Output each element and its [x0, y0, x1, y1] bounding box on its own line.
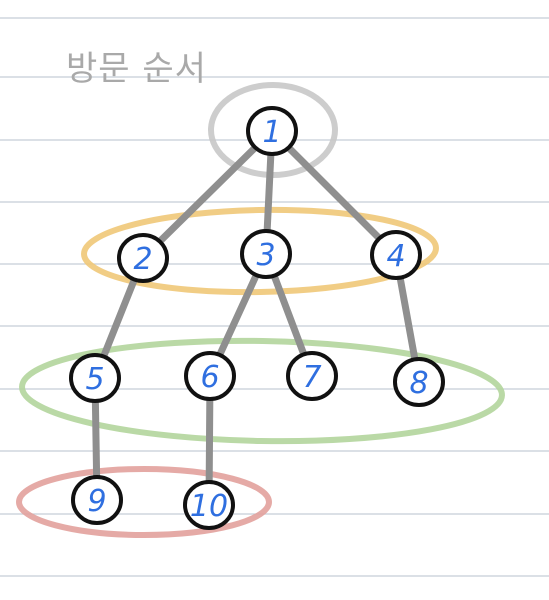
node-label: 10 [190, 489, 228, 524]
node-5: 5 [69, 353, 121, 403]
node-label: 9 [87, 484, 106, 519]
node-label: 6 [200, 360, 219, 395]
node-label: 4 [386, 239, 405, 274]
diagram-title: 방문 순서 [66, 49, 207, 89]
edge-1-2 [156, 144, 259, 245]
node-circle [117, 233, 169, 283]
edge-4-8 [396, 275, 419, 362]
node-circle [183, 480, 235, 530]
edge-5-9 [91, 398, 101, 480]
edge-3-7 [270, 272, 308, 358]
node-circle [286, 351, 338, 401]
node-1: 1 [246, 106, 298, 156]
level-1-ring [81, 206, 439, 296]
node-circle [240, 229, 292, 279]
node-7: 7 [286, 351, 338, 401]
node-10: 10 [183, 480, 235, 530]
edge-3-6 [216, 272, 260, 358]
node-circle [184, 351, 236, 401]
node-label: 7 [302, 360, 321, 395]
node-circle [370, 230, 422, 280]
level-2-ring [19, 337, 505, 445]
node-circle [71, 475, 123, 525]
node-label: 1 [262, 115, 281, 150]
edge-1-4 [285, 144, 383, 242]
node-6: 6 [184, 351, 236, 401]
node-circle [246, 106, 298, 156]
edge-1-3 [263, 151, 275, 234]
node-8: 8 [393, 357, 445, 407]
node-label: 8 [409, 366, 428, 401]
node-label: 5 [85, 362, 104, 397]
node-3: 3 [240, 229, 292, 279]
node-4: 4 [370, 230, 422, 280]
node-circle [69, 353, 121, 403]
node-circle [393, 357, 445, 407]
edge-6-10 [205, 396, 214, 485]
tree-edges [91, 144, 419, 485]
edge-2-5 [100, 276, 138, 360]
node-label: 3 [256, 238, 275, 273]
node-9: 9 [71, 475, 123, 525]
node-2: 2 [117, 233, 169, 283]
tree-nodes: 1 2 3 4 5 6 7 8 9 10 [69, 106, 445, 530]
level-3-ring [16, 466, 272, 538]
node-label: 2 [133, 242, 152, 277]
